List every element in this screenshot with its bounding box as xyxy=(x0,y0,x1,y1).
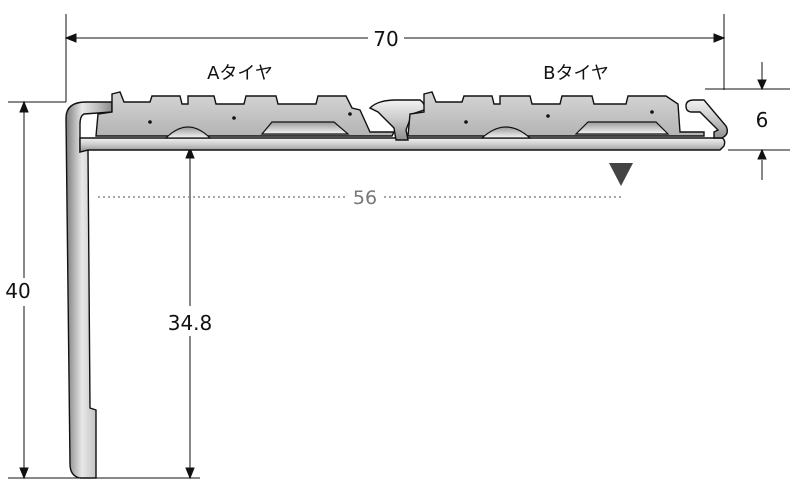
tire-a-hole-slot xyxy=(260,121,350,135)
centre-connector xyxy=(368,99,426,141)
dimension-height xyxy=(19,100,29,480)
level-marker-icon xyxy=(609,163,633,186)
dimension-width-label: 70 xyxy=(373,27,398,51)
extension-lines xyxy=(8,14,790,479)
tire-a-label: Aタイヤ xyxy=(207,63,273,84)
tire-a-dot xyxy=(148,120,152,124)
tire-b-dot xyxy=(650,110,654,114)
tire-a-dot xyxy=(348,112,352,116)
dimension-inner-height xyxy=(185,146,195,480)
tire-b-hole-round xyxy=(480,126,532,139)
tire-b-dot xyxy=(464,120,468,124)
tire-a-dot xyxy=(232,116,236,120)
tire-b-hole-slot xyxy=(574,121,670,135)
dimension-thickness-label: 6 xyxy=(756,108,769,132)
tire-a-hole-round xyxy=(164,126,212,139)
dimension-inner-height-label: 34.8 xyxy=(168,311,213,335)
end-hook xyxy=(685,99,729,139)
dimension-height-label: 40 xyxy=(5,279,30,303)
dimension-width xyxy=(64,33,726,43)
vertical-leg xyxy=(65,101,113,479)
tire-b-dot xyxy=(546,114,550,118)
tire-b-label: Bタイヤ xyxy=(543,63,609,84)
dimension-tread-depth-label: 56 xyxy=(353,187,377,209)
dimension-thickness xyxy=(757,62,767,180)
